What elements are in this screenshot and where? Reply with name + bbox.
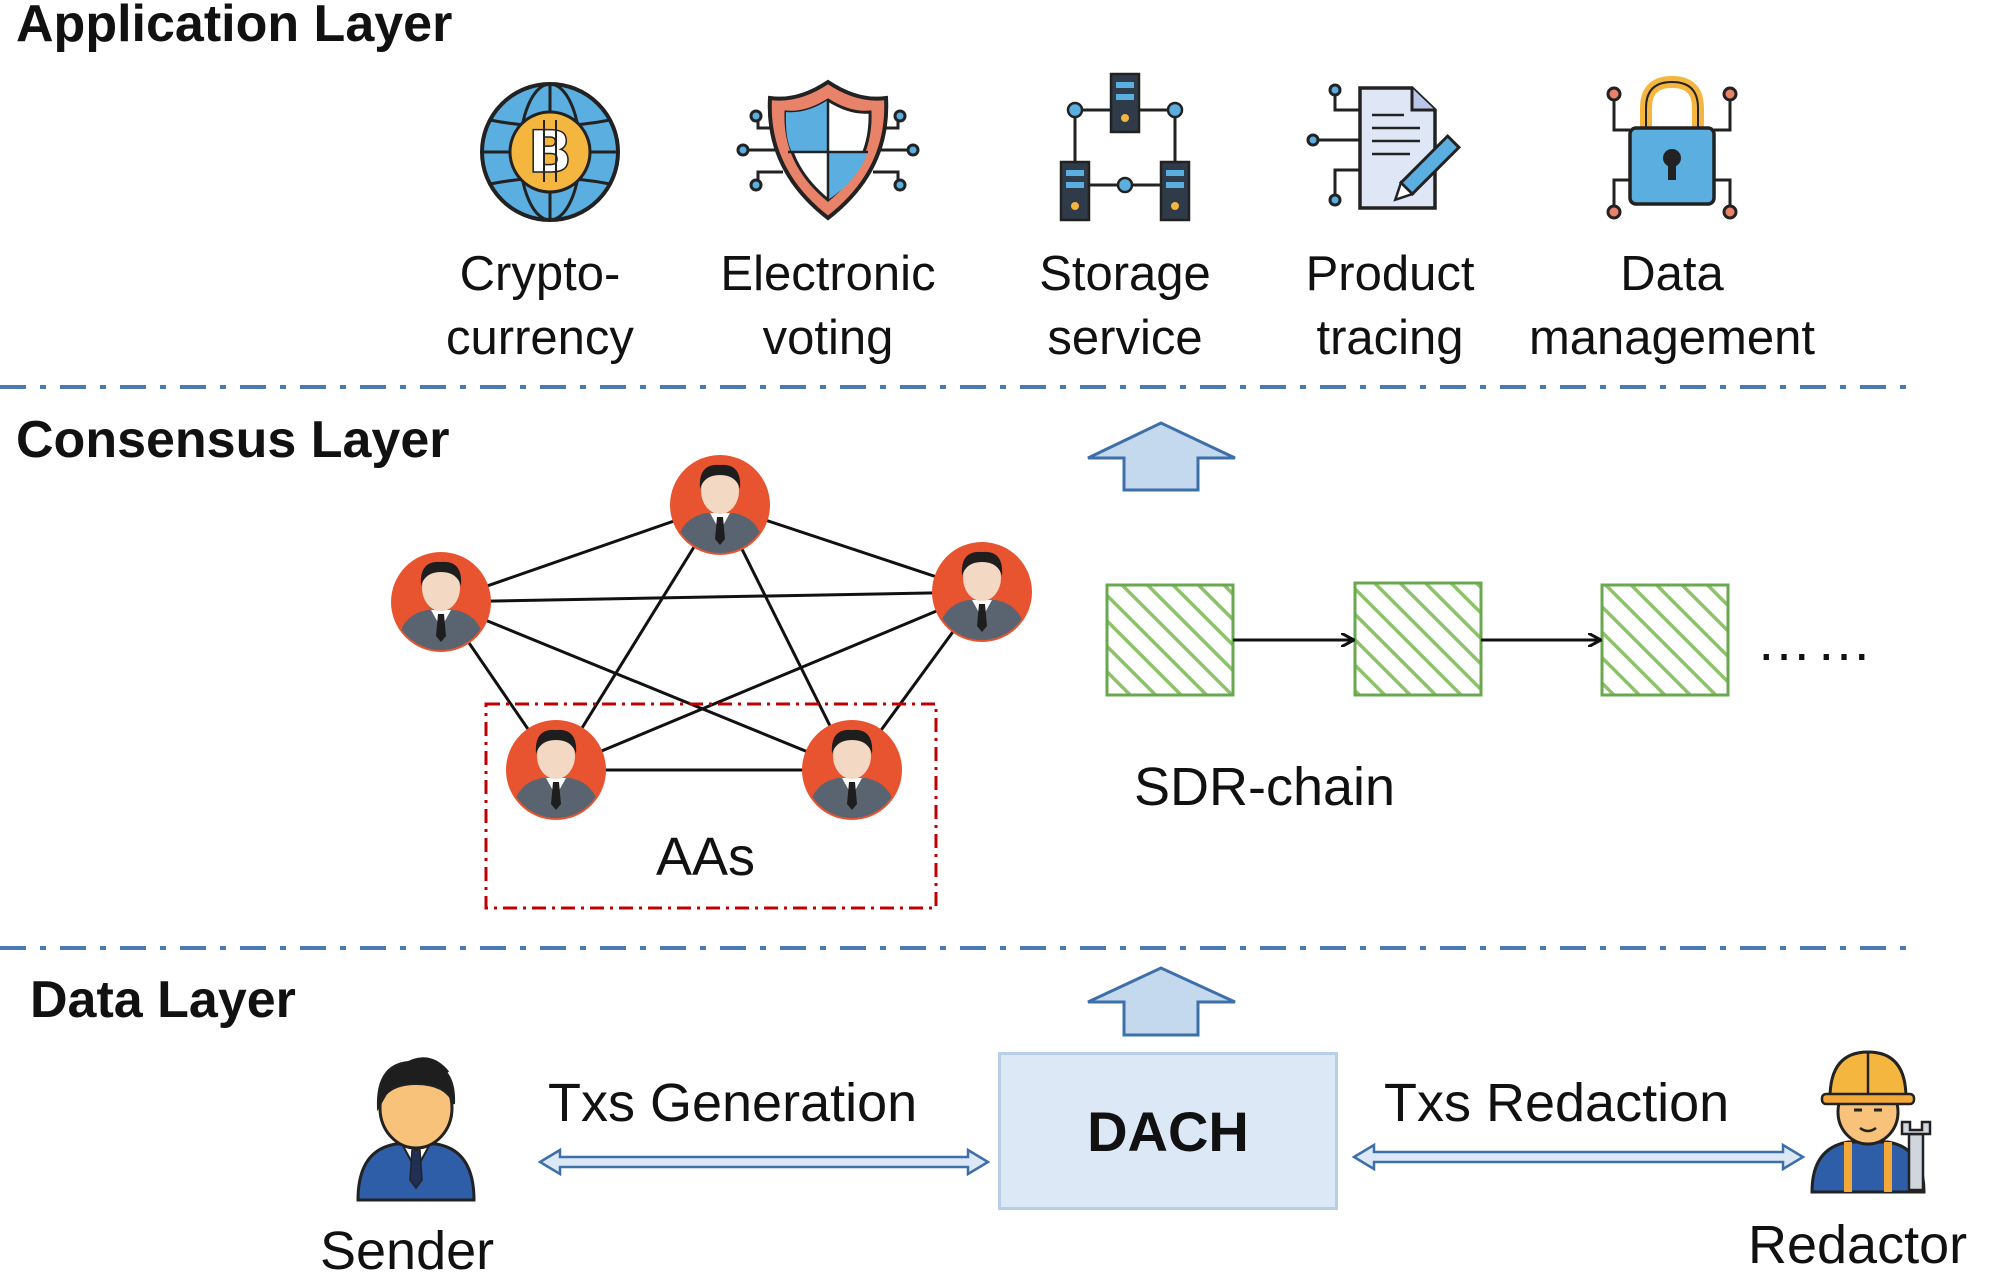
- chain-block-2[interactable]: [1353, 581, 1483, 697]
- application-layer-title: Application Layer: [16, 0, 453, 53]
- txs-generation-arrow: [537, 1147, 991, 1177]
- aa-node-right[interactable]: [932, 542, 1032, 642]
- app-label-storage-service: Storage service: [995, 242, 1255, 370]
- shield-circuit-icon: [736, 79, 920, 221]
- bitcoin-globe-icon: B: [480, 82, 620, 222]
- aa-node-bottom-right[interactable]: [802, 720, 902, 820]
- app-label-line: Crypto-: [459, 247, 621, 301]
- app-label-electronic-voting: Electronic voting: [698, 242, 958, 370]
- sdr-chain-label: SDR-chain: [1134, 757, 1396, 817]
- txs-redaction-arrow: [1351, 1142, 1806, 1172]
- app-label-cryptocurrency: Crypto- currency: [410, 242, 670, 370]
- chain-ellipsis: ……: [1756, 609, 1876, 672]
- app-label-line: Electronic: [720, 247, 936, 301]
- padlock-circuit-icon: [1606, 75, 1738, 220]
- app-label-line: currency: [446, 311, 634, 365]
- document-pen-icon: [1306, 83, 1462, 210]
- sender-icon: [356, 1057, 476, 1202]
- app-label-line: Data: [1620, 247, 1724, 301]
- aa-node-bottom-left[interactable]: [506, 720, 606, 820]
- data-layer-title: Data Layer: [30, 971, 296, 1029]
- server-network-icon: [1059, 72, 1191, 222]
- up-arrow-data: [1087, 966, 1236, 1037]
- aas-group-box: [484, 702, 938, 910]
- app-label-line: tracing: [1316, 311, 1464, 365]
- app-label-line: Product: [1305, 247, 1475, 301]
- app-label-line: management: [1528, 311, 1815, 365]
- up-arrow-consensus: [1087, 421, 1236, 492]
- app-label-line: voting: [762, 311, 894, 365]
- dach-label: DACH: [1087, 1099, 1249, 1163]
- redactor-label: Redactor: [1748, 1215, 1968, 1275]
- svg-text:B: B: [528, 118, 572, 186]
- aa-node-left[interactable]: [391, 552, 491, 652]
- app-label-line: Storage: [1039, 247, 1211, 301]
- aas-label: AAs: [656, 827, 756, 887]
- app-label-line: service: [1047, 311, 1203, 365]
- sender-label: Sender: [320, 1221, 495, 1281]
- consensus-layer-title: Consensus Layer: [16, 411, 450, 469]
- txs-redaction-label: Txs Redaction: [1384, 1073, 1730, 1133]
- chain-block-1[interactable]: [1105, 583, 1235, 697]
- txs-generation-label: Txs Generation: [548, 1073, 918, 1133]
- redactor-icon: [1810, 1050, 1932, 1194]
- dach-box[interactable]: DACH: [998, 1052, 1338, 1210]
- app-label-product-tracing: Product tracing: [1260, 242, 1520, 370]
- aa-node-top[interactable]: [670, 455, 770, 555]
- chain-block-3[interactable]: [1600, 583, 1730, 697]
- app-label-data-management: Data management: [1502, 242, 1842, 370]
